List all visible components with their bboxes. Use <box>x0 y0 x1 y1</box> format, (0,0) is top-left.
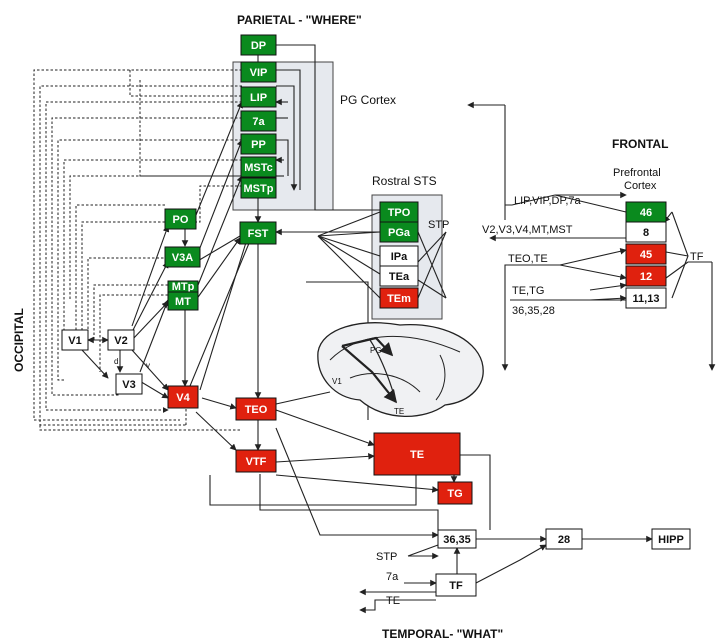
svg-text:VIP: VIP <box>250 67 268 79</box>
prefrontal-title-line1: Prefrontal <box>613 167 661 179</box>
svg-text:V4: V4 <box>176 392 190 404</box>
node-v3: V3 <box>116 374 142 394</box>
svg-text:V2: V2 <box>114 335 127 347</box>
svg-text:PP: PP <box>251 139 266 151</box>
pg-cortex-label: PG Cortex <box>340 93 396 107</box>
node-tem: TEm <box>380 288 418 308</box>
node-ipa: IPa <box>380 246 418 266</box>
svg-text:PO: PO <box>173 214 189 226</box>
brain-te-label: TE <box>394 407 404 416</box>
node-mt: MT <box>168 292 198 310</box>
svg-text:V1: V1 <box>68 335 81 347</box>
label-teo-te: TEO,TE <box>508 253 548 265</box>
label-te-bottom: TE <box>386 595 400 607</box>
node-v1: V1 <box>62 330 88 350</box>
node-tg: TG <box>438 482 472 504</box>
node-fst: FST <box>240 222 276 244</box>
node-36-35: 36,35 <box>438 530 476 548</box>
svg-text:36,35: 36,35 <box>443 534 471 546</box>
node-pf-46: 46 <box>626 202 666 222</box>
node-mstc: MSTc <box>241 157 276 177</box>
occipital-title: OCCIPITAL <box>12 308 26 372</box>
node-28: 28 <box>546 529 582 549</box>
node-pp: PP <box>241 134 276 154</box>
svg-text:TEa: TEa <box>389 271 410 283</box>
prefrontal-title-line2: Cortex <box>624 180 657 192</box>
label-d: d <box>114 357 118 366</box>
svg-text:46: 46 <box>640 207 652 219</box>
node-v4: V4 <box>168 386 198 408</box>
node-pf-45: 45 <box>626 244 666 264</box>
svg-text:MTp: MTp <box>172 281 195 293</box>
stp-label: STP <box>428 219 449 231</box>
label-tf-frontal: TF <box>690 251 704 263</box>
node-dp: DP <box>241 35 276 55</box>
svg-text:TG: TG <box>447 488 462 500</box>
svg-text:12: 12 <box>640 271 652 283</box>
node-vtf: VTF <box>236 450 276 472</box>
svg-text:LIP: LIP <box>250 92 267 104</box>
frontal-title: FRONTAL <box>612 137 668 151</box>
svg-text:PGa: PGa <box>388 227 411 239</box>
node-tf: TF <box>436 574 476 596</box>
node-teo: TEO <box>236 398 276 420</box>
label-stp-bottom: STP <box>376 551 397 563</box>
svg-text:MT: MT <box>175 296 191 308</box>
node-vip: VIP <box>241 62 276 82</box>
node-tea: TEa <box>380 266 418 286</box>
svg-text:FST: FST <box>248 228 269 240</box>
node-v2: V2 <box>108 330 134 350</box>
temporal-title: TEMPORAL- "WHAT" <box>382 627 503 641</box>
node-v3a: V3A <box>165 247 200 267</box>
label-7a-bottom: 7a <box>386 571 399 583</box>
label-lip-vip-dp-7a: LIP,VIP,DP,7a <box>514 195 582 207</box>
svg-text:V3: V3 <box>122 379 135 391</box>
label-36-35-28: 36,35,28 <box>512 305 555 317</box>
node-hipp: HIPP <box>652 529 690 549</box>
brain-pg-label: PG <box>370 346 382 355</box>
svg-text:TF: TF <box>449 580 463 592</box>
brain-v1-label: V1 <box>332 377 342 386</box>
node-te: TE <box>374 433 460 475</box>
node-mtp: MTp <box>168 281 198 293</box>
node-7a: 7a <box>241 111 276 131</box>
svg-text:DP: DP <box>251 40 266 52</box>
node-pf-11-13: 11,13 <box>626 288 666 308</box>
node-pf-12: 12 <box>626 266 666 286</box>
svg-text:11,13: 11,13 <box>633 293 660 305</box>
svg-text:MSTp: MSTp <box>244 183 274 195</box>
label-v2-v3-v4-mt-mst: V2,V3,V4,MT,MST <box>482 224 573 236</box>
svg-text:45: 45 <box>640 249 652 261</box>
svg-text:VTF: VTF <box>246 456 267 468</box>
svg-text:V3A: V3A <box>172 252 193 264</box>
label-v: v <box>146 361 150 370</box>
svg-text:7a: 7a <box>252 116 265 128</box>
svg-text:TPO: TPO <box>388 207 411 219</box>
svg-text:TEm: TEm <box>387 293 411 305</box>
svg-text:28: 28 <box>558 534 570 546</box>
svg-text:IPa: IPa <box>391 251 408 263</box>
node-pga: PGa <box>380 222 418 242</box>
node-lip: LIP <box>241 87 276 107</box>
svg-text:TE: TE <box>410 449 424 461</box>
node-pf-8: 8 <box>626 222 666 242</box>
svg-text:MSTc: MSTc <box>244 162 273 174</box>
svg-text:TEO: TEO <box>245 404 268 416</box>
brain-inset <box>318 323 483 417</box>
parietal-title: PARIETAL - "WHERE" <box>237 13 362 27</box>
node-tpo: TPO <box>380 202 418 222</box>
label-te-tg: TE,TG <box>512 285 544 297</box>
rostral-sts-label: Rostral STS <box>372 174 437 188</box>
node-po: PO <box>165 209 196 229</box>
svg-text:HIPP: HIPP <box>658 534 684 546</box>
node-mstp: MSTp <box>241 178 276 198</box>
svg-text:8: 8 <box>643 227 649 239</box>
